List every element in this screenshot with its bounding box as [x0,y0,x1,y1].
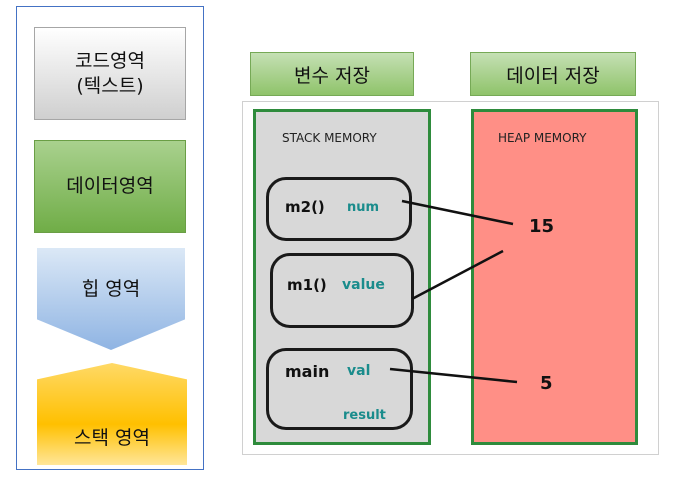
data-area-label: 데이터영역 [66,175,154,197]
variable-num: num [347,200,380,215]
stack-frame-m1 [270,253,414,328]
code-area-block: 코드영역 (텍스트) [34,27,186,120]
heap-memory-region [471,109,638,445]
data-area-block: 데이터영역 [34,140,186,233]
frame-name-m2: m2() [285,198,325,216]
memory-layout-panel [16,6,204,470]
frame-name-main: main [285,362,330,381]
stack-area-label: 스택 영역 [74,426,150,449]
code-area-label: 코드영역 [75,49,145,72]
variable-result: result [343,408,386,423]
variable-storage-header: 변수 저장 [250,52,414,96]
variable-value: value [342,277,385,293]
data-storage-header: 데이터 저장 [470,52,636,96]
heap-memory-title: HEAP MEMORY [498,131,587,145]
stack-frame-main [266,348,413,430]
frame-name-m1: m1() [287,276,327,294]
code-area-sublabel: (텍스트) [76,74,144,97]
stack-memory-title: STACK MEMORY [282,131,377,145]
variable-val: val [347,363,371,379]
stack-area-block: 스택 영역 [37,363,187,465]
heap-area-label: 힙 영역 [81,277,141,300]
heap-value-15: 15 [529,216,555,237]
heap-value-5: 5 [540,373,553,394]
